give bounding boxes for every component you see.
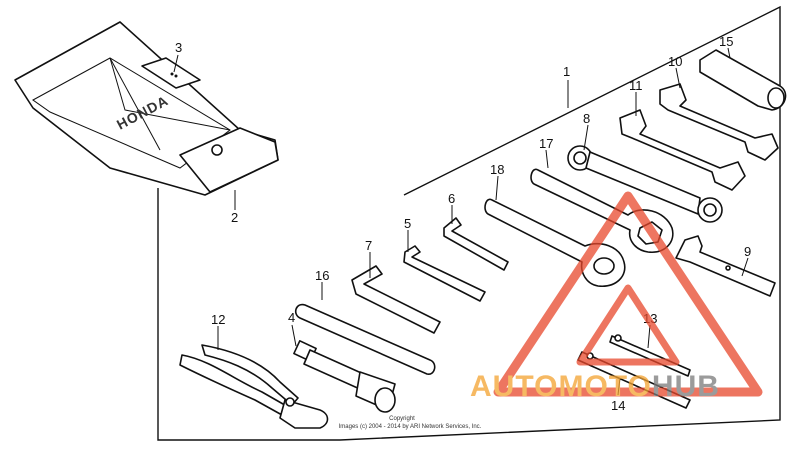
copyright-line2: Images (c) 2004 - 2014 by ARI Network Se… xyxy=(339,424,482,430)
ring-wrench-8 xyxy=(567,145,723,223)
watermark-brand-right: HUB xyxy=(652,370,720,403)
automotohub-watermark: AUTOMOTOHUB xyxy=(470,191,763,403)
part-num-2: 2 xyxy=(231,210,238,225)
part-num-5: 5 xyxy=(404,216,411,231)
spark-plug-wrench xyxy=(293,340,396,413)
part-num-4: 4 xyxy=(288,310,295,325)
hex-key-large xyxy=(351,265,441,334)
watermark-brand-left: AUTOMOTO xyxy=(470,370,652,403)
svg-text:AUTOMOTOHUB: AUTOMOTOHUB xyxy=(470,370,720,403)
hex-key-medium xyxy=(403,245,486,302)
open-wrench-11 xyxy=(619,109,746,191)
tool-bag-strap xyxy=(141,57,201,89)
part-num-8: 8 xyxy=(583,111,590,126)
socket-handle-15 xyxy=(699,49,787,111)
watermark-triangle-icon xyxy=(493,191,763,397)
part-num-15: 15 xyxy=(719,34,733,49)
copyright-line1: Copyright xyxy=(389,416,415,422)
part-num-1: 1 xyxy=(563,64,570,79)
part-num-7: 7 xyxy=(365,238,372,253)
tool-bag: HONDA xyxy=(14,21,279,196)
part-num-12: 12 xyxy=(211,312,225,327)
part-num-14: 14 xyxy=(611,398,625,413)
wrench-9 xyxy=(675,235,776,297)
part-num-11: 11 xyxy=(629,78,643,93)
copyright-note: Copyright Images (c) 2004 - 2014 by ARI … xyxy=(339,416,482,430)
part-num-16: 16 xyxy=(315,268,329,283)
wrench-18 xyxy=(484,198,626,287)
extension-bar xyxy=(294,303,436,375)
toolkit-bag-outline xyxy=(157,5,781,441)
part-num-17: 17 xyxy=(539,136,553,151)
part-num-18: 18 xyxy=(490,162,504,177)
part-num-10: 10 xyxy=(668,54,682,69)
watermark-inner-triangle-icon xyxy=(576,284,680,366)
part-num-3: 3 xyxy=(175,40,182,55)
pliers xyxy=(179,344,329,429)
hex-key-small xyxy=(443,217,509,271)
part-num-6: 6 xyxy=(448,191,455,206)
part-num-9: 9 xyxy=(744,244,751,259)
callout-lines xyxy=(173,47,749,396)
open-wrench-10 xyxy=(659,83,779,161)
